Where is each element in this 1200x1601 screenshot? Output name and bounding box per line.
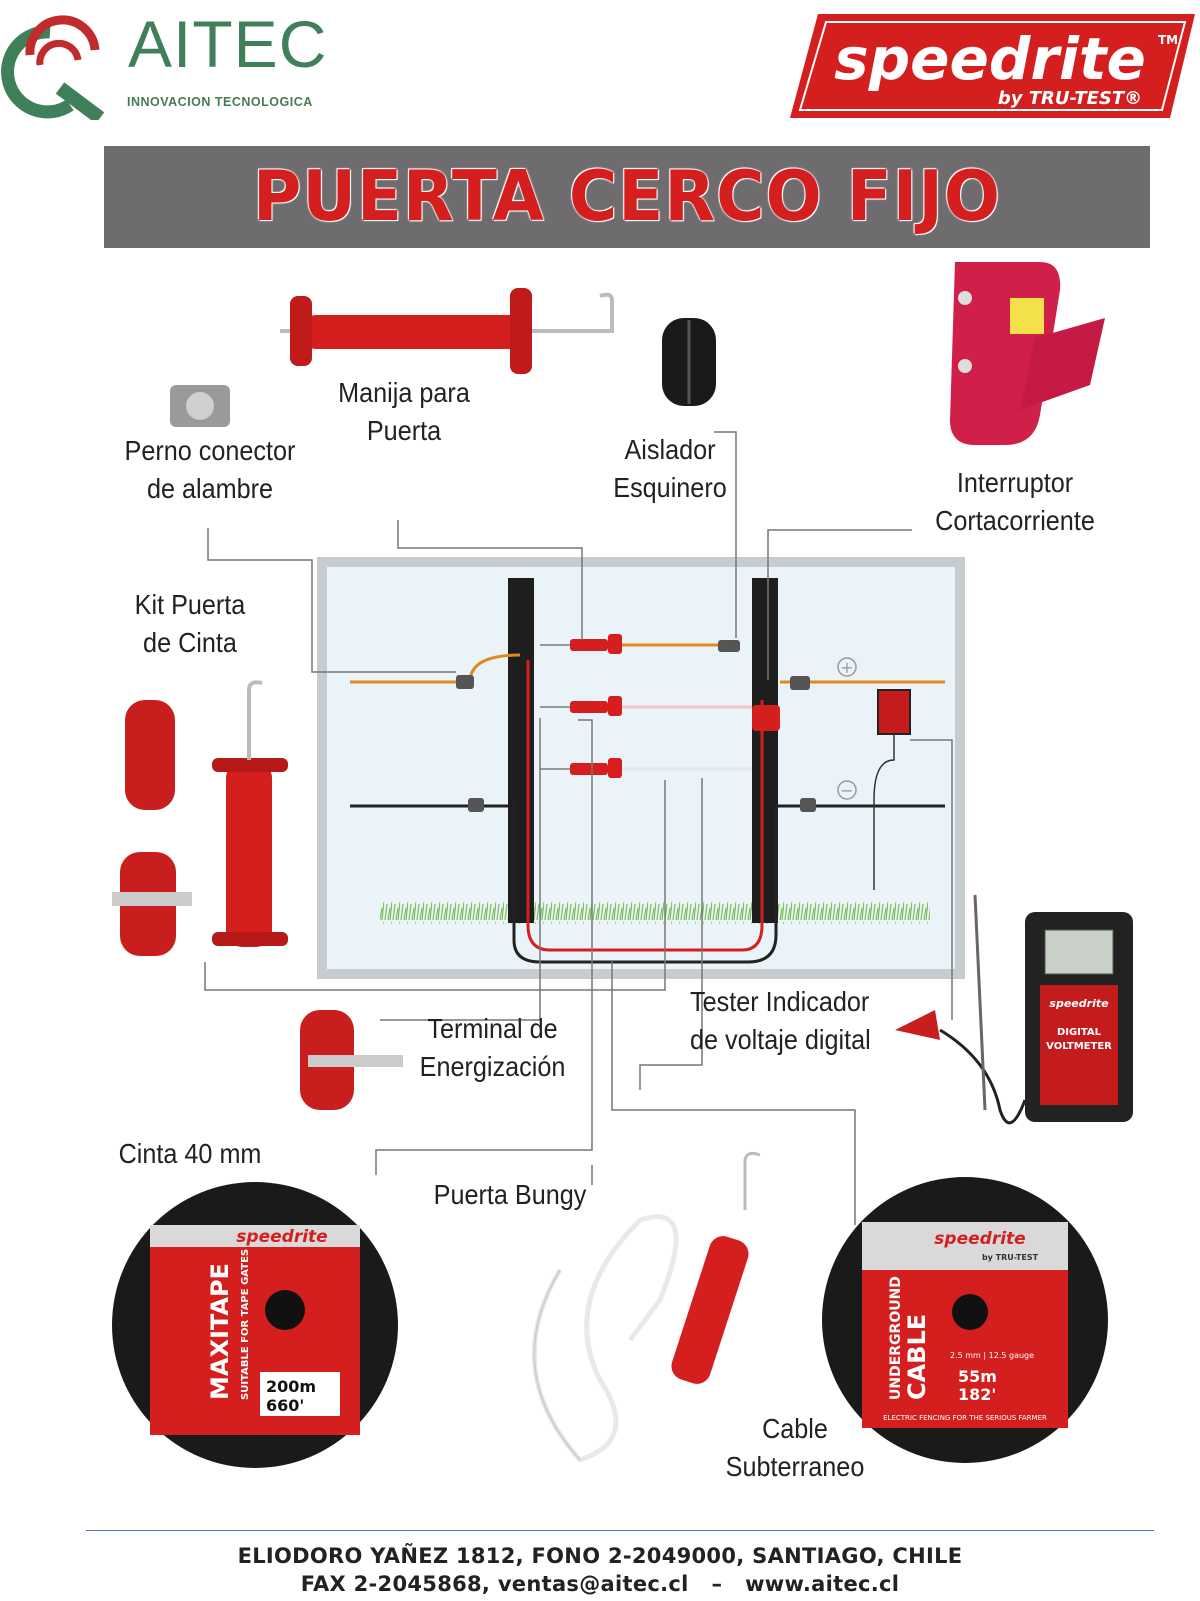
- label-kit-cinta: Kit Puerta de Cinta: [134, 589, 246, 658]
- diagram-cutout-switch: [752, 705, 780, 731]
- label-terminal: Terminal de Energización: [419, 1013, 566, 1082]
- aitec-logo-mark: [1, 15, 105, 120]
- left-post: [508, 578, 534, 923]
- svg-text:55m: 55m: [958, 1367, 997, 1386]
- svg-text:UNDERGROUND: UNDERGROUND: [888, 1276, 904, 1400]
- speedrite-tm: TM: [1158, 33, 1178, 47]
- maxitape-reel: speedrite MAXITAPE SUITABLE FOR TAPE GAT…: [112, 1182, 398, 1468]
- diagram-handle-1: [540, 634, 622, 654]
- label-bungy: Puerta Bungy: [433, 1179, 587, 1210]
- speedrite-wordmark: speedrite: [834, 25, 1146, 93]
- label-perno: Perno conector de alambre: [124, 435, 296, 504]
- svg-text:2.5 mm | 12.5 gauge: 2.5 mm | 12.5 gauge: [950, 1351, 1034, 1360]
- footer-divider: [86, 1530, 1154, 1531]
- label-tester: Tester Indicador de voltaje digital: [690, 986, 871, 1055]
- title-bar: [104, 146, 1150, 248]
- svg-text:182': 182': [958, 1385, 996, 1404]
- label-cable: Cable Subterraneo: [725, 1413, 865, 1482]
- positive-sign: +: [840, 658, 853, 677]
- negative-sign: −: [840, 781, 853, 800]
- underground-loop-red: [526, 660, 764, 952]
- svg-text:ELECTRIC FENCING FOR THE SERIO: ELECTRIC FENCING FOR THE SERIOUS FARMER: [883, 1414, 1047, 1422]
- aitec-name: AITEC: [128, 7, 328, 81]
- diagram-tester: [877, 689, 911, 735]
- bungy-gate-product: [531, 1151, 761, 1463]
- svg-text:660': 660': [266, 1396, 304, 1415]
- svg-text:CABLE: CABLE: [903, 1314, 931, 1400]
- underground-loop-black: [512, 800, 778, 964]
- svg-text:speedrite: speedrite: [236, 1227, 327, 1247]
- underground-cable-reel: speedrite by TRU-TEST UNDERGROUND CABLE …: [822, 1177, 1108, 1463]
- label-interruptor: Interruptor Cortacorriente: [935, 467, 1095, 536]
- speedrite-byline: by TRU-TEST®: [998, 88, 1142, 109]
- footer-address: ELIODORO YAÑEZ 1812, FONO 2-2049000, SAN…: [237, 1544, 963, 1568]
- footer-contact: FAX 2-2045868, ventas@aitec.cl – www.ait…: [300, 1572, 900, 1596]
- label-cinta: Cinta 40 mm: [118, 1138, 262, 1169]
- aitec-logo: [1, 15, 105, 120]
- grass-strip: [380, 902, 930, 924]
- corner-insulator: [662, 318, 716, 406]
- wire-connector-bolt: [170, 385, 230, 427]
- svg-text:speedrite: speedrite: [934, 1229, 1025, 1249]
- leader-lines: [204, 431, 953, 1225]
- page-title: PUERTA CERCO FIJO: [252, 156, 1002, 237]
- gate-handle-product: [280, 288, 614, 374]
- label-manija: Manija para Puerta: [338, 377, 470, 446]
- right-post: [752, 578, 778, 923]
- tape-gate-kit-product: [112, 680, 288, 956]
- svg-text:VOLTMETER: VOLTMETER: [1046, 1041, 1112, 1052]
- svg-text:200m: 200m: [266, 1377, 316, 1396]
- digital-voltmeter-product: speedrite DIGITAL VOLTMETER: [895, 894, 1133, 1125]
- cutout-switch-product: [950, 262, 1105, 445]
- svg-text:by TRU-TEST: by TRU-TEST: [982, 1253, 1039, 1262]
- diagram-handle-3: [540, 758, 622, 778]
- svg-text:MAXITAPE: MAXITAPE: [206, 1263, 234, 1400]
- diagram-handle-2: [540, 696, 622, 716]
- svg-text:speedrite: speedrite: [1049, 997, 1109, 1010]
- aitec-tagline: INNOVACION TECNOLOGICA: [127, 95, 313, 109]
- svg-text:SUITABLE FOR TAPE GATES: SUITABLE FOR TAPE GATES: [240, 1249, 251, 1400]
- energizer-terminal-product: [300, 1010, 403, 1110]
- diagram-insulators: [456, 640, 816, 812]
- svg-text:DIGITAL: DIGITAL: [1057, 1027, 1102, 1038]
- label-aislador: Aislador Esquinero: [613, 434, 727, 503]
- speedrite-logo: speedrite TM by TRU-TEST®: [790, 14, 1195, 118]
